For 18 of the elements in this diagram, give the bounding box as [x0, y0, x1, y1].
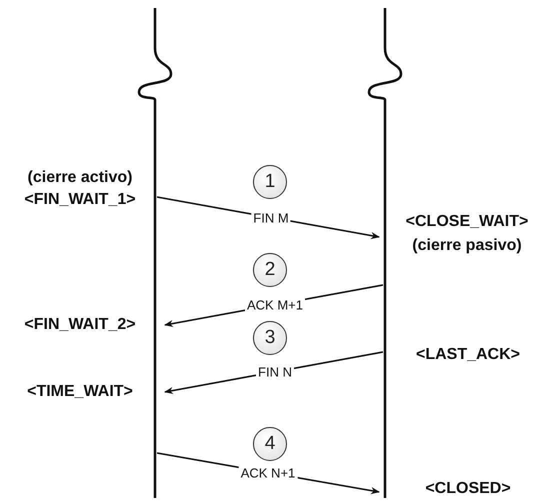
role-note: (cierre activo) — [28, 169, 132, 187]
step-number: 3 — [253, 321, 287, 355]
step-number: 2 — [253, 253, 287, 287]
state-label: <CLOSED> — [425, 480, 511, 498]
lifeline — [365, 8, 405, 498]
state-label: <FIN_WAIT_1> — [24, 191, 136, 209]
step-number: 1 — [253, 165, 287, 199]
step-number: 4 — [253, 427, 287, 461]
state-label: <FIN_WAIT_2> — [24, 316, 136, 334]
role-note: (cierre pasivo) — [412, 237, 522, 255]
edge-label: ACK M+1 — [245, 298, 305, 312]
state-label: <CLOSE_WAIT> — [406, 213, 528, 231]
state-label: <TIME_WAIT> — [27, 383, 133, 401]
lifeline — [135, 8, 175, 498]
edge-label: ACK N+1 — [238, 466, 298, 480]
edge-label: FIN M — [251, 210, 291, 226]
edge-label: FIN N — [256, 364, 294, 380]
state-label: <LAST_ACK> — [416, 346, 520, 364]
